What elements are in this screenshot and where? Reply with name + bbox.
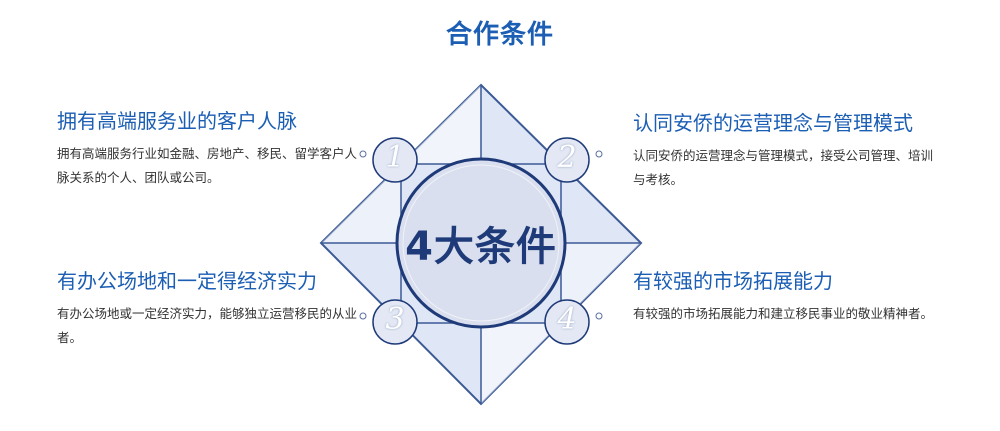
condition-title: 有较强的市场拓展能力 [633, 269, 833, 293]
condition-block-1: 拥有高端服务业的客户人脉 拥有高端服务行业如金融、房地产、移民、留学客户人脉关系… [57, 108, 357, 190]
condition-block-3: 有办公场地和一定得经济实力 有办公场地或一定经济实力，能够独立运营移民的从业者。 [57, 268, 357, 350]
diamond-right-facet [561, 243, 641, 323]
diamond-bottom-right-facet [481, 323, 561, 404]
condition-number-4: 4 [557, 302, 577, 337]
condition-desc: 拥有高端服务行业如金融、房地产、移民、留学客户人脉关系的个人、团队或公司。 [57, 146, 358, 185]
number-circle-1 [359, 137, 418, 183]
condition-title: 有办公场地和一定得经济实力 [57, 269, 317, 293]
condition-block-2: 认同安侨的运营理念与管理模式 认同安侨的运营理念与管理模式，接受公司管理、培训与… [633, 110, 933, 192]
condition-title: 认同安侨的运营理念与管理模式 [633, 111, 913, 135]
condition-title: 拥有高端服务业的客户人脉 [57, 109, 297, 133]
center-circle [395, 157, 567, 329]
center-label: 4大条件 [405, 224, 557, 270]
condition-desc: 有办公场地或一定经济实力，能够独立运营移民的从业者。 [57, 306, 358, 345]
condition-number-1: 1 [385, 140, 405, 175]
page-title: 合作条件 [445, 20, 554, 50]
condition-block-4: 有较强的市场拓展能力 有较强的市场拓展能力和建立移民事业的敬业精神者。 [633, 268, 933, 326]
condition-desc: 认同安侨的运营理念与管理模式，接受公司管理、培训与考核。 [633, 148, 934, 187]
diamond-top-left-facet [401, 85, 481, 164]
number-circle-2 [544, 137, 603, 183]
number-circle-3 [359, 299, 418, 345]
diamond-left-facet [321, 164, 401, 243]
number-circle-4 [544, 299, 603, 345]
condition-number-3: 3 [385, 302, 405, 337]
condition-desc: 有较强的市场拓展能力和建立移民事业的敬业精神者。 [633, 306, 934, 321]
condition-number-2: 2 [557, 140, 577, 175]
